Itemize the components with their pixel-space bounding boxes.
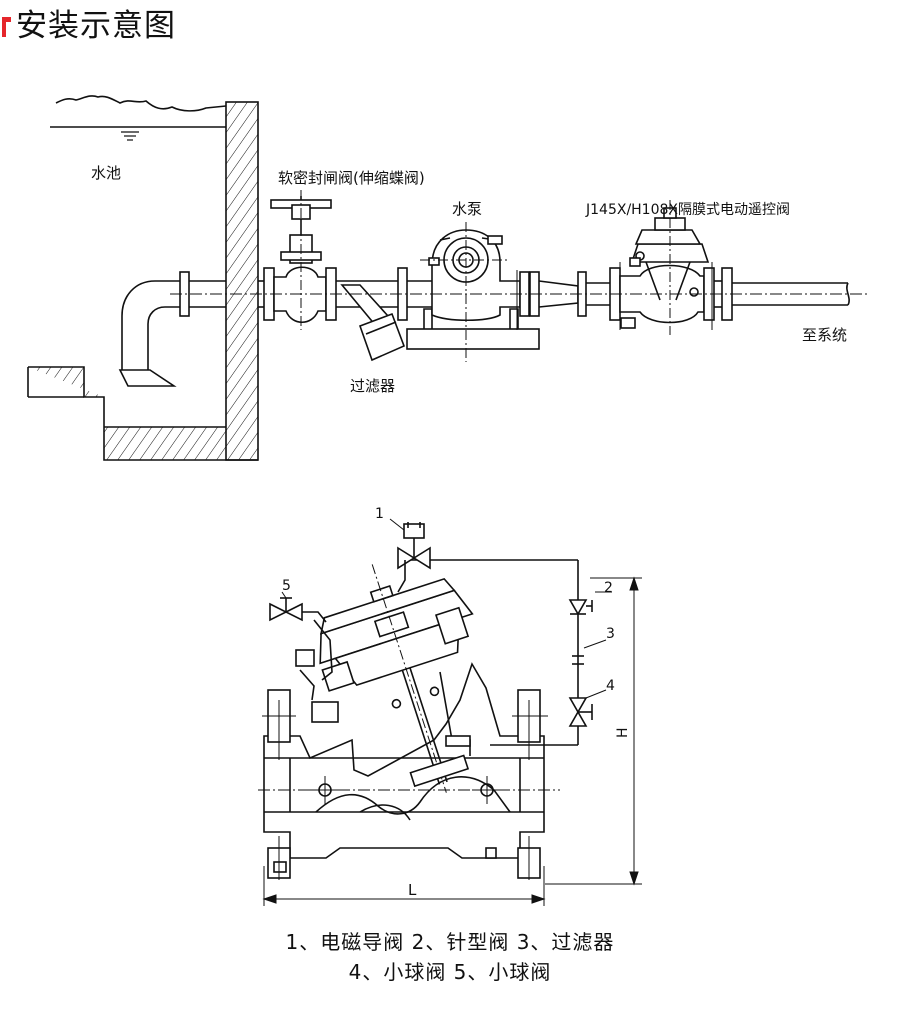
page-title: 安装示意图 — [16, 8, 176, 44]
callout-2: 2 — [604, 580, 613, 596]
pump-label: 水泵 — [452, 200, 482, 218]
gate-valve-label: 软密封闸阀(伸缩蝶阀) — [278, 169, 425, 187]
installation-schematic — [27, 95, 870, 461]
to-system-label: 至系统 — [802, 326, 847, 344]
legend-line-1: 1、电磁导阀 2、针型阀 3、过滤器 — [285, 930, 615, 954]
dimension-l-label: L — [408, 881, 417, 899]
title-marker-icon — [2, 17, 11, 37]
legend-line-2: 4、小球阀 5、小球阀 — [348, 960, 552, 984]
callout-5: 5 — [282, 578, 291, 594]
callout-4: 4 — [606, 678, 615, 694]
callout-3: 3 — [606, 626, 615, 642]
dimension-h-label: H — [615, 727, 631, 738]
callout-1: 1 — [375, 506, 384, 522]
page-header: 安装示意图 — [0, 0, 900, 44]
pool-label: 水池 — [91, 164, 121, 182]
main-valve-label: J145X/H108X隔膜式电动遥控阀 — [585, 202, 790, 218]
main-pipeline — [258, 190, 432, 362]
filter-label: 过滤器 — [350, 377, 395, 395]
suction-pipe — [118, 271, 226, 387]
water-surface — [50, 95, 227, 141]
valve-detail — [258, 518, 642, 906]
remote-control-valve — [619, 200, 715, 335]
pump-unit — [406, 222, 540, 362]
